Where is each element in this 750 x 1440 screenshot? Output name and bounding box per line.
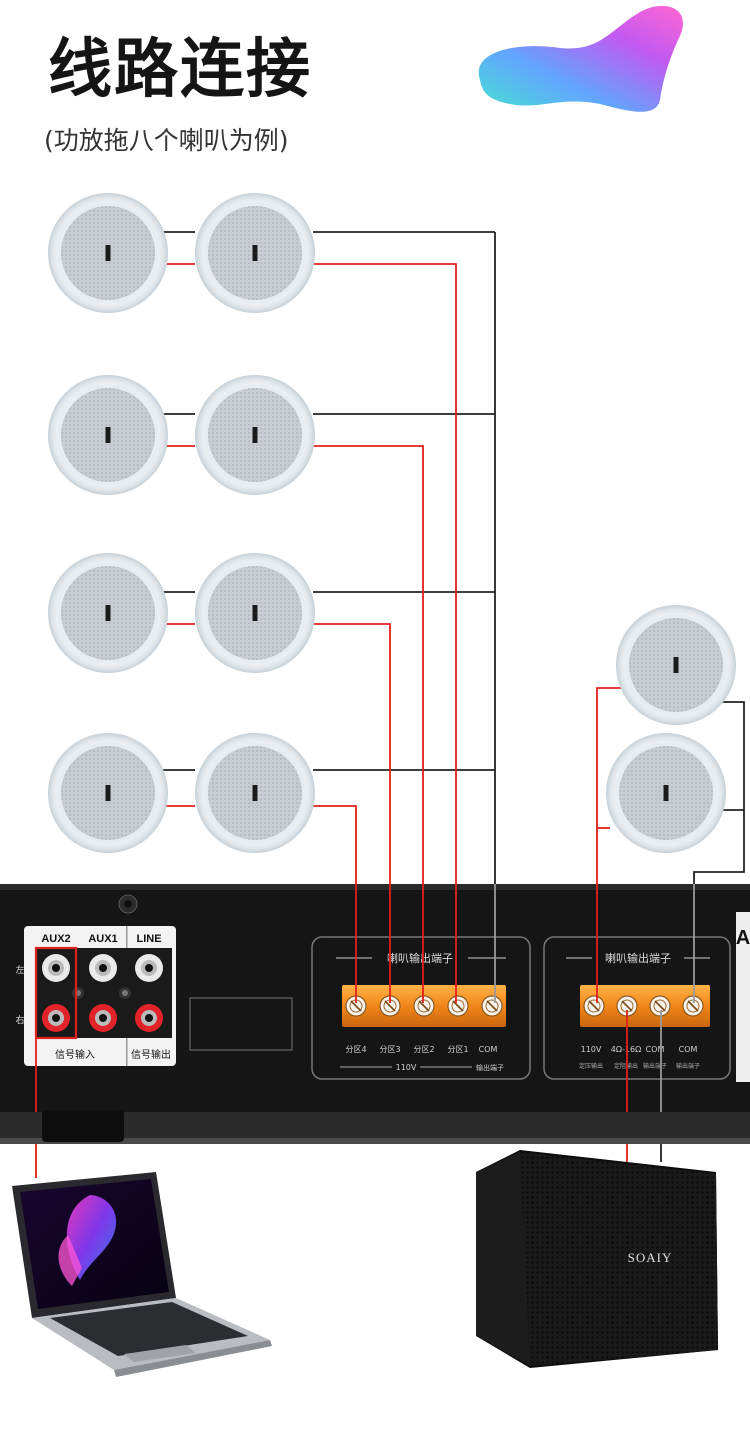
ceiling-speaker-5 — [48, 553, 168, 673]
terminal-1-label-3: 分区2 — [413, 1045, 434, 1054]
terminal-1-label-4: 分区1 — [447, 1045, 468, 1054]
jack-label-line: LINE — [136, 933, 161, 945]
channel-right-label: 右 — [15, 1014, 24, 1026]
ceiling-speakers — [48, 193, 736, 853]
terminal-2-label-3: COM — [646, 1045, 665, 1054]
page-subtitle: (功放拖八个喇叭为例) — [44, 126, 289, 155]
decorative-blob — [478, 5, 683, 112]
terminal-1-label-5: COM — [479, 1045, 498, 1054]
aux2-highlight — [34, 946, 78, 1040]
ceiling-speaker-2 — [195, 193, 315, 313]
terminal-2-sub-2: 定阻输出 — [614, 1062, 638, 1070]
jack-label-aux2: AUX2 — [41, 933, 70, 945]
terminal-2-label-4: COM — [679, 1045, 698, 1054]
wires — [35, 231, 745, 1178]
cabinet-speaker: SOAIY — [476, 1150, 718, 1368]
terminal-block-2-title: 喇叭输出端子 — [605, 951, 671, 965]
ceiling-speaker-10 — [606, 733, 726, 853]
terminal-1-label-2: 分区3 — [379, 1045, 400, 1054]
terminal-2-sub-3: 输出端子 — [643, 1062, 667, 1070]
ceiling-speaker-8 — [195, 733, 315, 853]
input-panel: AUX2 AUX1 LINE 左 右 — [15, 926, 176, 1066]
amplifier: AUX2 AUX1 LINE 左 右 — [0, 884, 750, 1144]
ceiling-speaker-3 — [48, 375, 168, 495]
ceiling-speaker-7 — [48, 733, 168, 853]
page-title: 线路连接 — [48, 33, 312, 107]
speaker-brand-label: SOAIY — [628, 1250, 673, 1265]
terminal-2-sub-1: 定压输出 — [579, 1062, 603, 1070]
ceiling-speaker-6 — [195, 553, 315, 673]
terminal-2-sub-4: 输出端子 — [676, 1062, 700, 1070]
amp-side-label: A — [736, 927, 750, 949]
signal-input-label: 信号输入 — [55, 1048, 95, 1061]
terminal-block-1-title: 喇叭输出端子 — [387, 951, 453, 965]
channel-left-label: 左 — [15, 964, 24, 976]
ceiling-speaker-1 — [48, 193, 168, 313]
ceiling-speaker-4 — [195, 375, 315, 495]
wire-terminals — [35, 884, 695, 1112]
jack-label-aux1: AUX1 — [88, 933, 117, 945]
terminal-1-label-1: 分区4 — [345, 1045, 366, 1054]
signal-output-label: 信号输出 — [131, 1048, 171, 1061]
terminal-2-label-2: 4Ω-16Ω — [611, 1045, 641, 1054]
terminal-1-voltage: 110V — [396, 1063, 417, 1072]
ceiling-speaker-9 — [616, 605, 736, 725]
terminal-block-1: 喇叭输出端子 分区4 分区3 分区2 分区1 COM 110V 输出端子 — [311, 936, 531, 1080]
laptop — [12, 1172, 272, 1377]
terminal-1-note: 输出端子 — [476, 1063, 504, 1072]
terminal-block-2: 喇叭输出端子 110V 4Ω-16Ω COM COM 定压输出 定阻输出 输出端… — [543, 936, 731, 1080]
terminal-2-label-1: 110V — [581, 1045, 602, 1054]
